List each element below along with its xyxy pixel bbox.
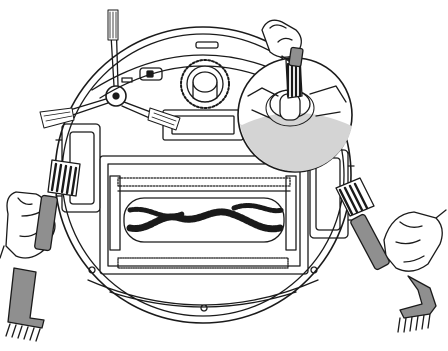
- main-roller-brush-icon: [124, 198, 284, 242]
- side-brush-icon: [40, 10, 180, 130]
- magnifier-callout-icon: [238, 58, 352, 172]
- front-caster-wheel-icon: [181, 60, 229, 108]
- right-hand-icon: [384, 210, 446, 271]
- cleaning-brush-tool-icon: [289, 47, 303, 66]
